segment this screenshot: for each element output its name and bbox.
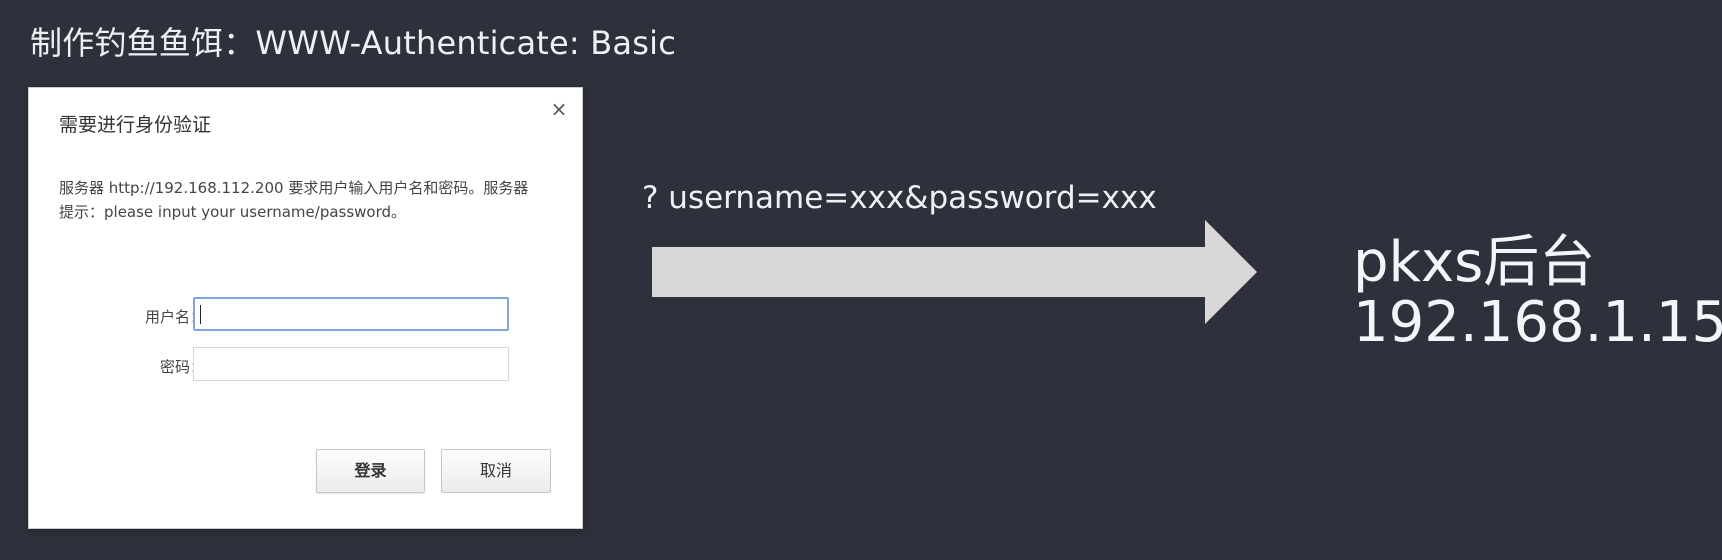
- target-ip: 192.168.1.15: [1353, 290, 1722, 355]
- slide-title: 制作钓鱼鱼饵：WWW-Authenticate: Basic: [30, 24, 676, 62]
- query-string: ? username=xxx&password=xxx: [642, 180, 1157, 216]
- close-icon[interactable]: ×: [550, 97, 568, 121]
- dialog-title: 需要进行身份验证: [59, 114, 212, 136]
- dialog-message: 服务器 http://192.168.112.200 要求用户输入用户名和密码。…: [59, 179, 529, 221]
- auth-dialog: 需要进行身份验证 × 服务器 http://192.168.112.200 要求…: [29, 88, 582, 528]
- username-row: 用户名：: [29, 297, 582, 333]
- username-label: 用户名：: [144, 308, 205, 326]
- username-input[interactable]: [193, 297, 509, 331]
- right-arrow-icon: [652, 220, 1257, 324]
- cancel-button[interactable]: 取消: [441, 449, 551, 493]
- login-button[interactable]: 登录: [316, 449, 425, 493]
- text-caret: [200, 305, 201, 324]
- arrow-shape: [652, 220, 1257, 324]
- target-name: pkxs后台: [1353, 230, 1596, 295]
- password-input[interactable]: [193, 347, 509, 381]
- target-block: pkxs后台 192.168.1.15: [1353, 233, 1722, 353]
- password-row: 密码：: [29, 347, 582, 383]
- password-label: 密码：: [159, 358, 205, 376]
